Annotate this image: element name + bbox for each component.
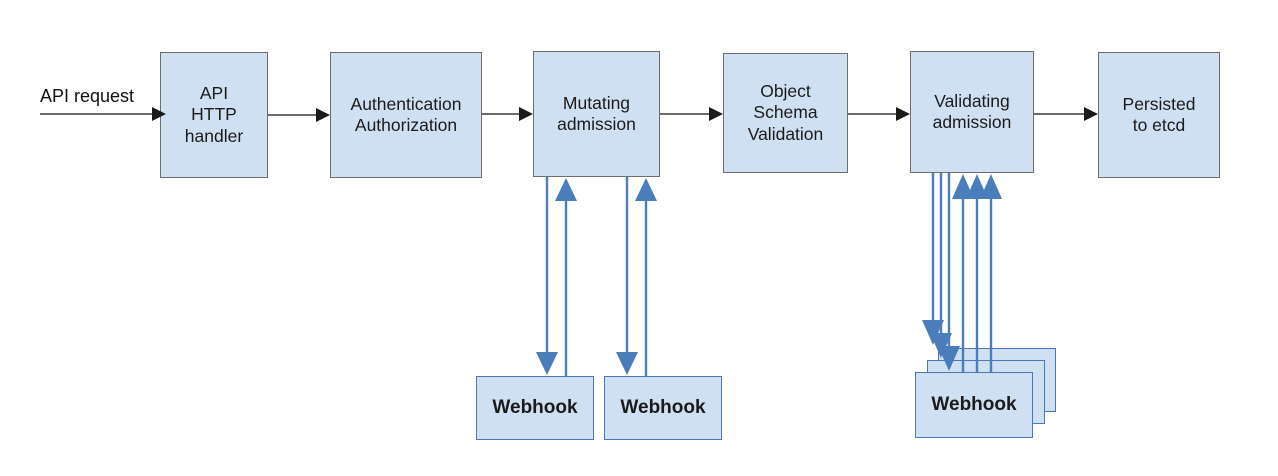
connector-api-http-handler-to-authentication	[268, 108, 330, 122]
node-persisted-to-etcd[interactable]: Persisted to etcd	[1098, 52, 1220, 178]
api-request-label: API request	[40, 86, 135, 106]
node-api-http-handler[interactable]: API HTTP handler	[160, 52, 268, 178]
node-webhook-validating-front[interactable]: Webhook	[915, 372, 1033, 438]
connector-mutating-admission-to-object-schema-validation	[660, 107, 723, 121]
connector-webhook-stack-to-validating-admission-up	[952, 174, 1002, 372]
connector-validating-admission-to-persisted-to-etcd	[1034, 107, 1098, 121]
node-webhook-mutating-2[interactable]: Webhook	[604, 376, 722, 440]
connector-validating-admission-to-webhook-stack-down	[922, 173, 960, 371]
connector-authentication-to-mutating-admission	[482, 107, 533, 121]
node-object-schema-validation[interactable]: Object Schema Validation	[723, 53, 848, 173]
node-webhook-mutating-1[interactable]: Webhook	[476, 376, 594, 440]
connector-object-schema-validation-to-validating-admission	[848, 107, 910, 121]
connector-mutating-admission-to-webhook-2	[616, 177, 657, 376]
node-mutating-admission[interactable]: Mutating admission	[533, 51, 660, 177]
connector-api-request-to-api-http-handler	[40, 107, 166, 121]
node-authentication-authorization[interactable]: Authentication Authorization	[330, 52, 482, 178]
connector-mutating-admission-to-webhook-1	[536, 177, 577, 376]
node-validating-admission[interactable]: Validating admission	[910, 51, 1034, 173]
